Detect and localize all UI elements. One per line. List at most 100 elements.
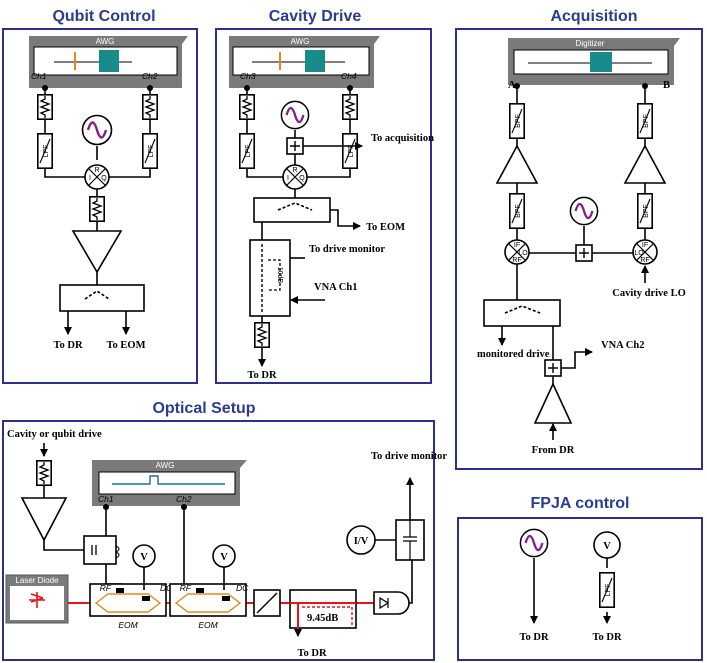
- acquisition-panel: Acquisition Digitizer A B BPF BPF BPF BP…: [455, 8, 703, 470]
- monitored-drive-label: monitored drive: [477, 349, 550, 360]
- mixer-b: IF LO RF: [632, 239, 658, 265]
- ch-a-label: A: [508, 80, 516, 91]
- svg-text:9.45dB: 9.45dB: [307, 613, 338, 624]
- attenuator-ch2: [142, 94, 158, 120]
- svg-text:V: V: [140, 552, 148, 563]
- eom-1: RF DC EOM: [89, 583, 173, 630]
- cavity-drive-title: Cavity Drive: [269, 8, 362, 25]
- svg-text:RF: RF: [640, 257, 649, 264]
- svg-text:DC: DC: [236, 583, 249, 593]
- attenuator-ch1: [37, 94, 53, 120]
- svg-text:BPF: BPF: [643, 114, 650, 128]
- amplifier-icon: [20, 497, 68, 542]
- mixer-a: IF LO RF: [504, 239, 530, 265]
- laser-diode: Laser Diode: [5, 574, 69, 624]
- attenuator-ch4: [342, 94, 358, 120]
- coupler-10db: [249, 239, 291, 317]
- digitizer-instrument: Digitizer: [508, 38, 680, 85]
- svg-text:LO: LO: [634, 250, 644, 257]
- lo-source-icon: [569, 196, 599, 226]
- svg-text:Q: Q: [101, 175, 107, 182]
- amplifier-icon: [71, 230, 123, 274]
- cavity-drive-panel: Cavity Drive AWG Ch3 Ch4 LPF LPF To acqu…: [215, 8, 434, 384]
- bias-tee: [83, 535, 120, 565]
- optical-setup-panel: Optical Setup Cavity or qubit drive AWG …: [2, 400, 447, 661]
- to-drive-monitor-label: To drive monitor: [309, 244, 385, 255]
- eom-label: EOM: [118, 620, 138, 630]
- drive-input-label: Cavity or qubit drive: [7, 429, 102, 440]
- fpja-control-panel: FPJA control To DR V LPF To DR: [457, 495, 703, 661]
- to-eom-label: To EOM: [366, 222, 405, 233]
- photodiode: [373, 591, 410, 615]
- svg-text:Digitizer: Digitizer: [576, 39, 605, 48]
- attenuator-ch3: [239, 94, 255, 120]
- svg-text:R: R: [94, 167, 99, 174]
- svg-text:LPF: LPF: [605, 584, 612, 597]
- acquisition-title: Acquisition: [550, 8, 637, 25]
- lo-source-icon: [81, 114, 113, 146]
- ch2-label: Ch2: [142, 71, 158, 81]
- from-dr-label: From DR: [532, 445, 575, 456]
- awg-instrument: AWG: [92, 460, 247, 506]
- svg-text:Q: Q: [299, 175, 305, 182]
- optical-coupler: 9.45dB: [289, 589, 357, 629]
- svg-text:V: V: [603, 541, 611, 552]
- svg-text:IF: IF: [514, 242, 520, 249]
- attenuator-out: [254, 322, 270, 348]
- ch3-label: Ch3: [240, 71, 256, 81]
- opt-out-to-dr: To DR: [297, 648, 326, 659]
- out-to-dr: To DR: [53, 340, 82, 351]
- vna-ch1-label: VNA Ch1: [314, 282, 357, 293]
- svg-text:LO: LO: [518, 250, 528, 257]
- svg-text:AWG: AWG: [156, 461, 175, 470]
- awg-instrument: AWG: [29, 36, 188, 88]
- ch-b-label: B: [663, 80, 670, 91]
- vna-ch2-label: VNA Ch2: [601, 340, 644, 351]
- svg-text:LPF: LPF: [43, 145, 50, 158]
- qubit-control-title: Qubit Control: [52, 8, 155, 25]
- directional-coupler: [483, 299, 561, 327]
- svg-text:LPF: LPF: [148, 145, 155, 158]
- svg-text:RF: RF: [512, 257, 521, 264]
- fpja-control-frame: [457, 517, 703, 661]
- fpja-voltmeter: V: [593, 531, 621, 559]
- iq-mixer: R I Q: [282, 164, 308, 190]
- optical-attenuator: [253, 589, 281, 617]
- awg-instrument: AWG: [229, 36, 380, 88]
- ch1-label: Ch1: [31, 71, 47, 81]
- amplifier-b-icon: [623, 144, 667, 184]
- opt-ch2-label: Ch2: [176, 494, 192, 504]
- svg-text:I/V: I/V: [354, 536, 369, 547]
- ch4-label: Ch4: [341, 71, 357, 81]
- fpja-control-title: FPJA control: [531, 495, 630, 512]
- svg-text:V: V: [220, 552, 228, 563]
- opt-to-drive-monitor: To drive monitor: [371, 451, 447, 462]
- iq-mixer: R I Q: [84, 164, 110, 190]
- directional-coupler: [253, 197, 331, 223]
- lo-source-icon: [280, 100, 310, 130]
- qubit-control-panel: Qubit Control AWG Ch1 Ch2 LPF LPF R I Q: [2, 8, 198, 384]
- svg-text:R: R: [292, 167, 297, 174]
- svg-text:BPF: BPF: [515, 204, 522, 218]
- bias-tee: [395, 519, 425, 561]
- attenuator-out: [89, 196, 105, 222]
- directional-coupler: [59, 284, 145, 312]
- to-acquisition-label: To acquisition: [371, 133, 434, 144]
- svg-text:BPF: BPF: [515, 114, 522, 128]
- svg-text:RF: RF: [100, 583, 112, 593]
- svg-text:BPF: BPF: [643, 204, 650, 218]
- svg-text:AWG: AWG: [291, 37, 310, 46]
- current-to-voltage: I/V: [346, 525, 396, 555]
- svg-text:LPF: LPF: [348, 145, 355, 158]
- fpja-out-a: To DR: [519, 632, 548, 643]
- svg-text:I: I: [89, 175, 91, 182]
- voltmeter-1: V: [132, 544, 156, 590]
- svg-text:AWG: AWG: [96, 37, 115, 46]
- cavity-drive-lo-label: Cavity drive LO: [612, 288, 686, 299]
- fpja-out-b: To DR: [592, 632, 621, 643]
- svg-text:IF: IF: [642, 242, 648, 249]
- svg-text:Laser Diode: Laser Diode: [15, 576, 59, 585]
- eom-2: RF DC EOM: [169, 583, 249, 630]
- fpja-source-icon: [519, 528, 549, 558]
